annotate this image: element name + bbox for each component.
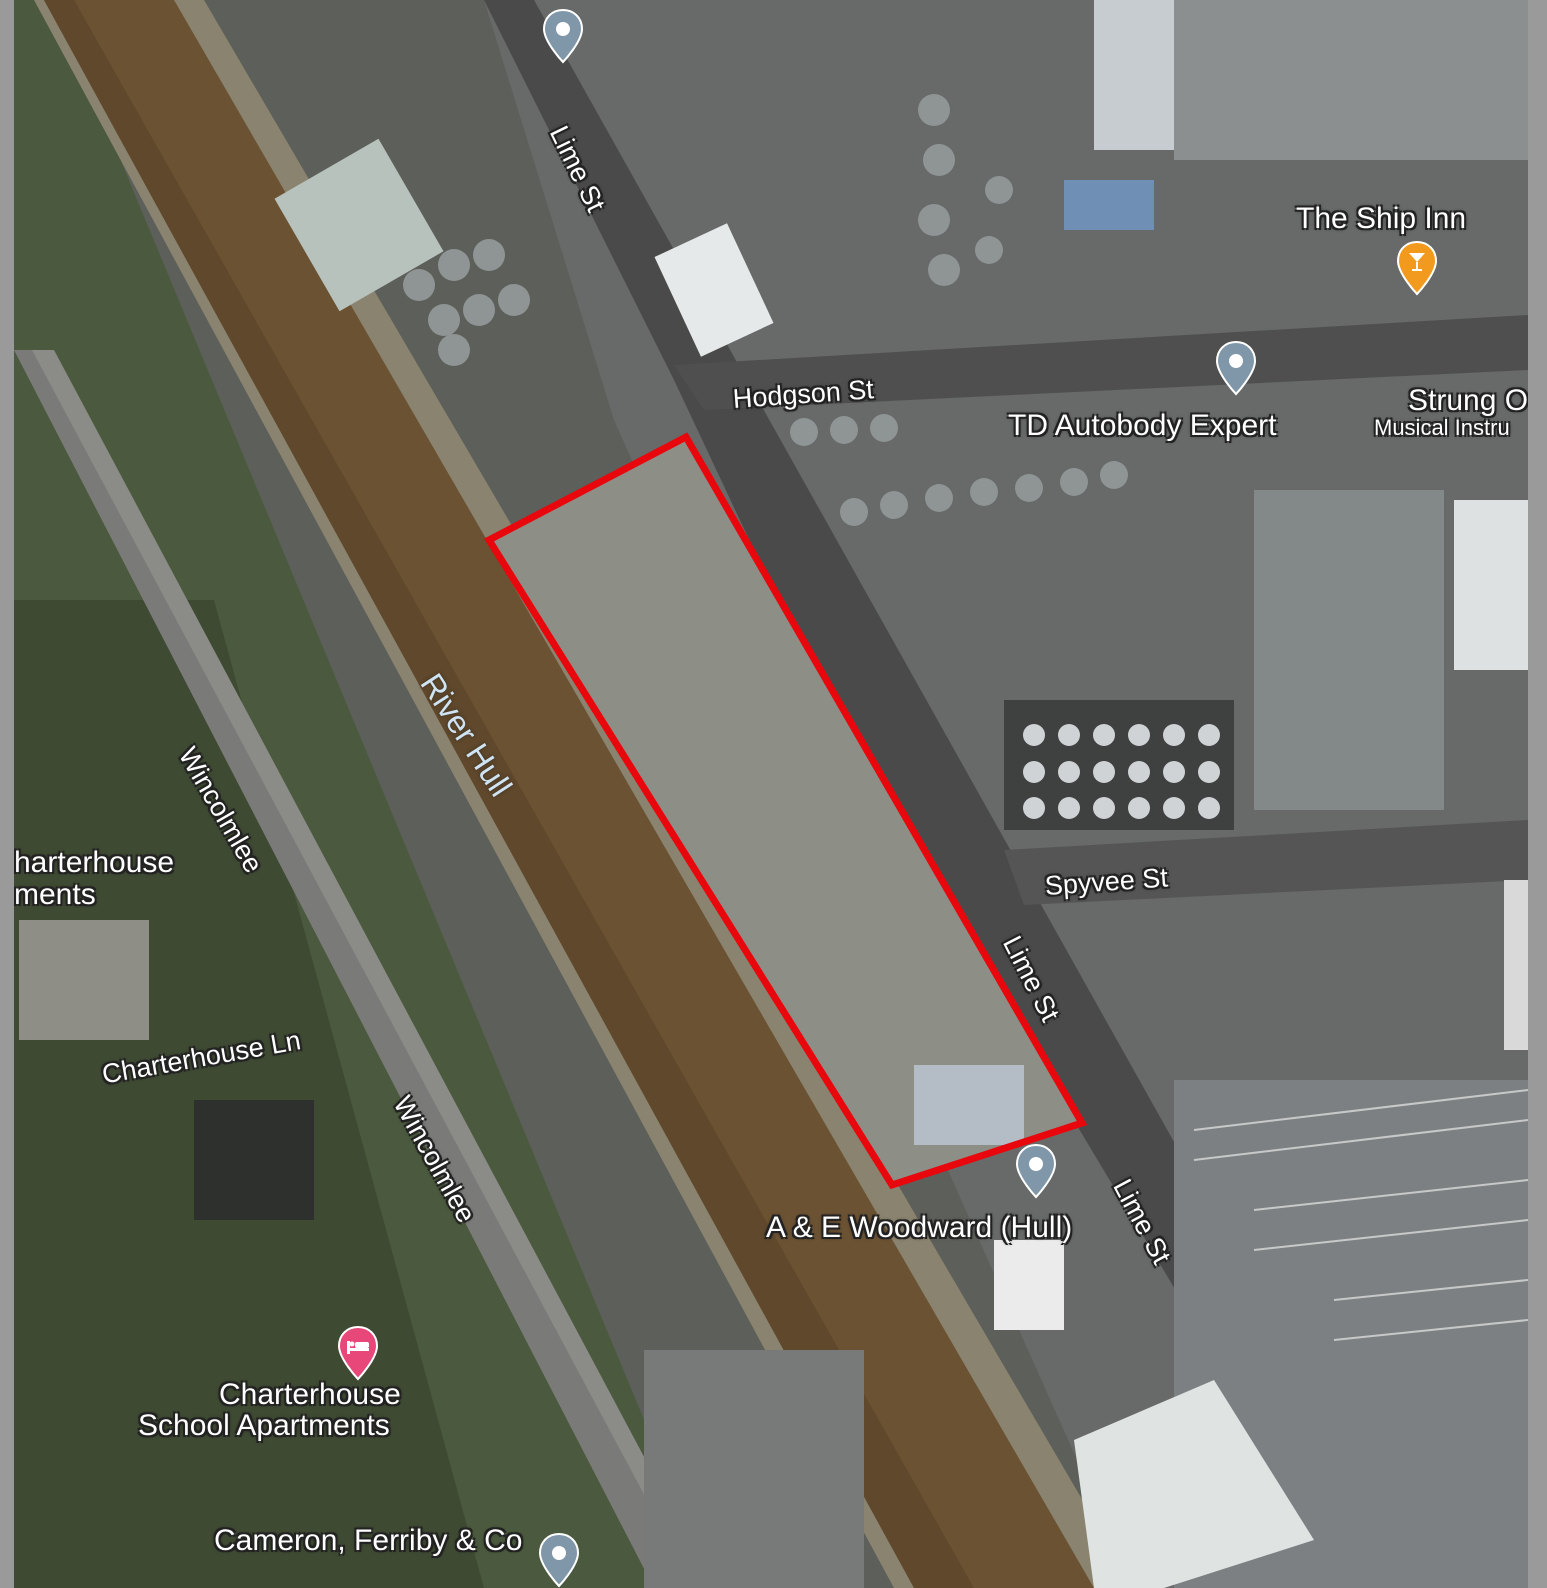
map-pin-icon[interactable] — [1214, 340, 1258, 396]
place-label-school-apartments[interactable]: School Apartments — [138, 1409, 390, 1442]
map-pin-icon[interactable] — [537, 1532, 581, 1588]
map-pin-icon[interactable] — [541, 8, 585, 64]
place-label-school-apartments[interactable]: Charterhouse — [219, 1378, 401, 1411]
place-label-ship-inn[interactable]: The Ship Inn — [1296, 202, 1467, 235]
satellite-imagery — [14, 0, 1528, 1588]
place-label-charterhouse-apartments: harterhouse — [14, 846, 175, 879]
satellite-map[interactable]: River Hull Lime St Lime St Lime St Hodgs… — [14, 0, 1528, 1588]
place-label-charterhouse-apartments: ments — [14, 878, 96, 911]
river-hull — [44, 0, 1094, 1588]
place-label-td-autobody[interactable]: TD Autobody Expert — [1008, 409, 1277, 442]
place-label-strung-out-category: Musical Instru — [1374, 415, 1510, 440]
place-label-cameron-ferriby[interactable]: Cameron, Ferriby & Co — [214, 1524, 523, 1557]
cocktail-bar-icon[interactable] — [1395, 240, 1439, 296]
site-boundary-outline — [484, 432, 1088, 1190]
place-label-woodward[interactable]: A & E Woodward (Hull) — [766, 1211, 1073, 1244]
place-label-strung-out[interactable]: Strung O — [1408, 384, 1528, 417]
map-pin-icon[interactable] — [1014, 1143, 1058, 1199]
hotel-bed-icon[interactable] — [336, 1325, 380, 1381]
